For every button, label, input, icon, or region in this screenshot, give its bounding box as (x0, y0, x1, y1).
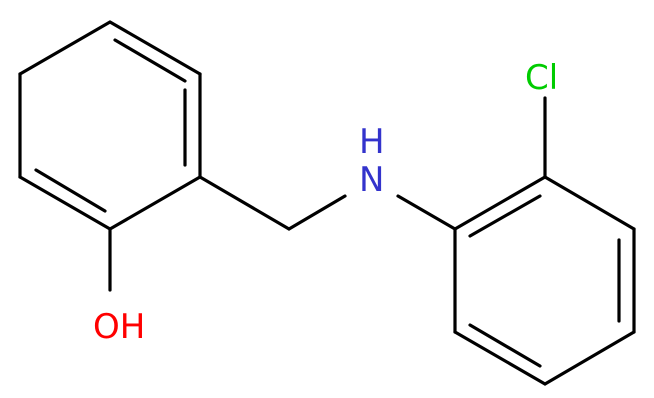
bond (34, 168, 107, 213)
bond (113, 38, 187, 83)
chlorine-label: Cl (525, 58, 558, 98)
bond (108, 175, 202, 231)
bond (198, 175, 291, 231)
hydroxyl-label: OH (93, 307, 145, 347)
amine-hydrogen-label: H (359, 122, 385, 162)
bond (108, 20, 202, 76)
bond (287, 194, 347, 231)
bond (468, 323, 542, 368)
bond (543, 330, 636, 386)
bond (453, 175, 547, 231)
bond (468, 194, 542, 238)
chlorophenyl-ring (453, 175, 636, 386)
bond (543, 175, 636, 231)
phenol-ring (18, 20, 202, 231)
bond (453, 330, 547, 386)
amine-nitrogen-label: N (359, 160, 384, 200)
bond (18, 175, 112, 231)
bond (396, 194, 457, 231)
bond (18, 20, 112, 76)
